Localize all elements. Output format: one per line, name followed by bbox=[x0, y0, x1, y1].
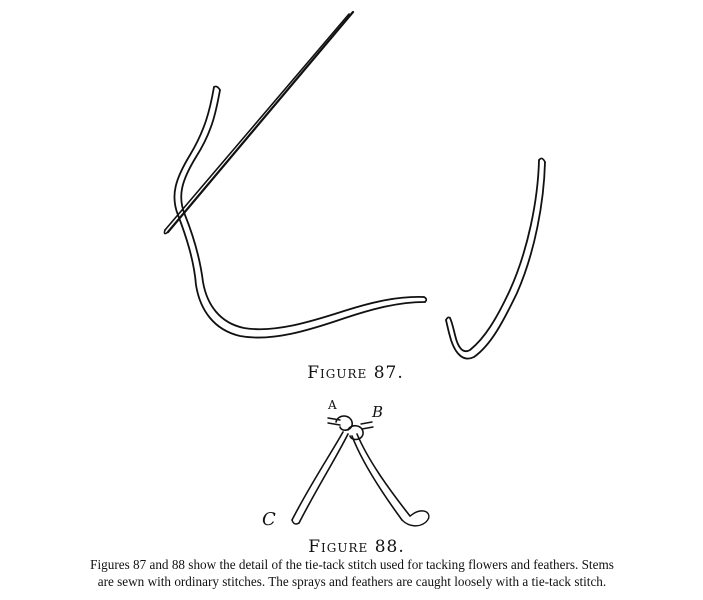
needle-drawing bbox=[163, 10, 355, 235]
figure-88-illustration bbox=[291, 415, 430, 527]
description-paragraph: Figures 87 and 88 show the detail of the… bbox=[6, 556, 698, 590]
description-line-2: are sewn with ordinary stitches. The spr… bbox=[97, 574, 607, 589]
figure-88-caption-prefix: Figure bbox=[308, 537, 369, 557]
figure-87-caption-prefix: Figure bbox=[307, 363, 368, 383]
description-line-1: Figures 87 and 88 show the detail of the… bbox=[90, 557, 614, 572]
figure-87-caption-number: 87. bbox=[373, 363, 404, 383]
figure-88-label-a: A bbox=[328, 398, 337, 412]
figure-88-label-b: B bbox=[372, 403, 384, 421]
thread-right-drawing bbox=[445, 157, 546, 360]
figure-88-caption: Figure 88. bbox=[0, 537, 703, 557]
thread-left-drawing bbox=[173, 85, 428, 339]
figure-88-label-c: C bbox=[262, 509, 276, 530]
figure-87-caption: Figure 87. bbox=[0, 363, 703, 383]
figure-88-caption-number: 88. bbox=[374, 537, 405, 557]
